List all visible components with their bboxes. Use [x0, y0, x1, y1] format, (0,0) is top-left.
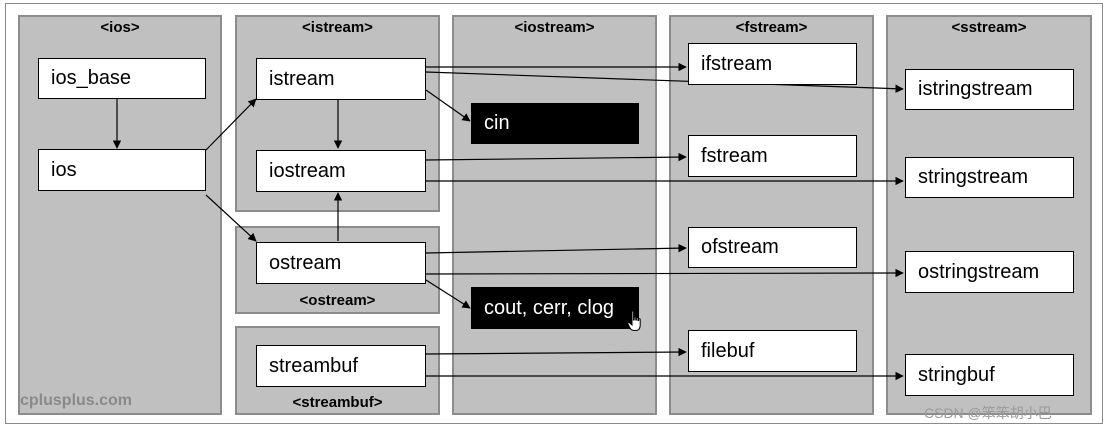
watermark-cplusplus: cplusplus.com [20, 392, 133, 409]
hand-cursor-icon [627, 310, 641, 331]
class-stringbuf: stringbuf [905, 354, 1074, 396]
class-streambuf: streambuf [256, 345, 426, 387]
object-cin: cin [471, 103, 639, 144]
class-ios-base: ios_base [38, 58, 206, 99]
class-ofstream: ofstream [688, 227, 857, 268]
panel-ios-title: <ios> [100, 19, 140, 36]
class-istringstream: istringstream [905, 69, 1074, 110]
class-istream: istream [256, 58, 426, 100]
panel-iostream-title: <iostream> [514, 19, 595, 36]
arrow-istream-istringstream [425, 71, 904, 93]
panel-streambuf-title: <streambuf> [292, 394, 383, 411]
arrow-streambuf-filebuf [425, 347, 687, 357]
class-ostream: ostream [256, 242, 426, 284]
arrow-iostream-fstream [425, 152, 687, 162]
arrow-ios-ostream [205, 194, 257, 242]
class-filebuf: filebuf [688, 330, 857, 372]
class-stringstream: stringstream [905, 157, 1074, 198]
panel-ostream-title: <ostream> [299, 292, 376, 309]
watermark-csdn: CSDN @笨笨胡小巴 [924, 405, 1052, 421]
panel-sstream-title: <sstream> [951, 19, 1027, 36]
class-ostringstream: ostringstream [905, 251, 1074, 293]
panel-iostream: <iostream> [452, 15, 657, 415]
class-ifstream: ifstream [688, 43, 857, 85]
arrow-ostream-ostringstream [425, 268, 904, 278]
arrow-ios-istream [205, 98, 257, 151]
class-ios: ios [38, 149, 206, 191]
class-iostream: iostream [256, 150, 426, 192]
panel-istream-title: <istream> [302, 19, 373, 36]
class-fstream: fstream [688, 135, 857, 177]
panel-fstream-title: <fstream> [735, 19, 808, 36]
arrow-ostream-ofstream [425, 243, 687, 254]
object-cout-cerr-clog: cout, cerr, clog [471, 287, 639, 329]
arrow-ostream-cout [425, 279, 471, 309]
arrow-istream-cin [425, 89, 471, 122]
